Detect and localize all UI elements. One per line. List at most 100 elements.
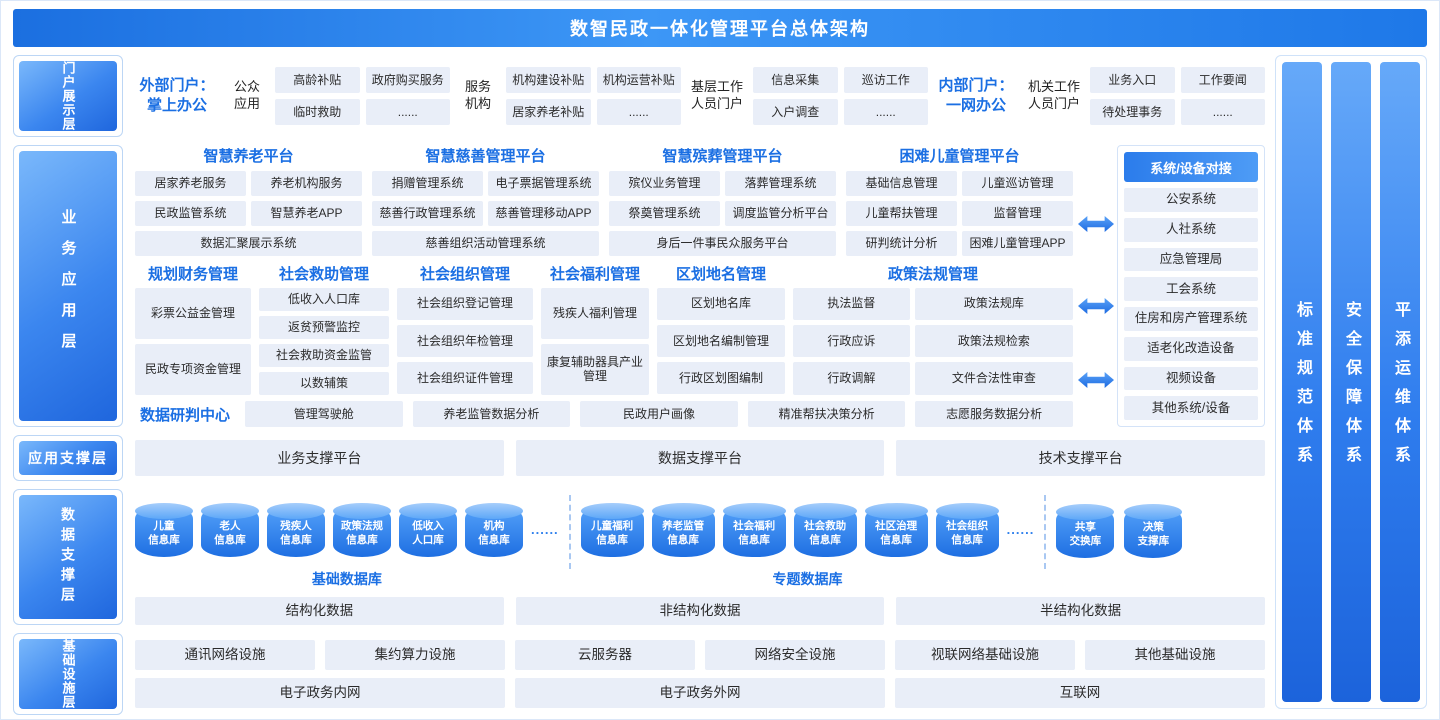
module-item: 政策法规库 <box>914 287 1073 320</box>
data-type-item: 结构化数据 <box>135 597 504 625</box>
platform-children: 困难儿童管理平台 基础信息管理 儿童巡访管理 儿童帮扶管理 监督管理 <box>846 145 1073 256</box>
module-item: 低收入人口库 <box>259 287 389 311</box>
layer-tag-business-label: 业务应用层 <box>19 151 117 421</box>
layer-tag-portal: 门户展示层 <box>13 55 123 137</box>
layer-tag-support-label: 应用支撑层 <box>19 441 117 475</box>
platform-item: 落葬管理系统 <box>725 171 836 196</box>
infra-item: 云服务器 <box>515 640 695 670</box>
database-cylinder-icon: 低收入 人口库 <box>399 502 457 557</box>
platform-item: 智慧养老APP <box>251 201 362 226</box>
data-layer-row: 数据支撑层 儿童 信息库 老人 信息库 残疾人 信息库 政策法规 信息库 低收入… <box>13 489 1266 625</box>
portal-item: 机构建设补贴 <box>506 67 591 93</box>
module-item: 社会组织证件管理 <box>397 362 533 395</box>
agency-portal-label: 机关工作 人员门户 <box>1027 79 1080 111</box>
service-org-label: 服务 机构 <box>464 79 491 111</box>
module-welfare: 社会福利管理 残疾人福利管理 康复辅助器具产业管理 <box>541 263 649 395</box>
platform-item: 困难儿童管理APP <box>962 231 1073 256</box>
device-item: 公安系统 <box>1124 188 1258 212</box>
data-type-item: 非结构化数据 <box>515 597 885 625</box>
portal-item: 居家养老补贴 <box>506 99 591 125</box>
portal-item: ...... <box>596 99 681 125</box>
database-cylinder-icon: 残疾人 信息库 <box>267 502 325 557</box>
layer-tag-infra: 基础设施层 <box>13 633 123 715</box>
module-item: 政策法规检索 <box>914 324 1073 358</box>
support-content: 业务支撑平台 数据支撑平台 技术支撑平台 <box>135 435 1266 481</box>
infra-item: 视联网络基础设施 <box>895 640 1075 670</box>
module-assistance: 社会救助管理 低收入人口库 返贫预警监控 社会救助资金监管 以数辅策 <box>259 263 389 395</box>
layer-tag-business: 业务应用层 <box>13 145 123 427</box>
portal-item: ...... <box>1180 99 1265 125</box>
platform-item: 养老机构服务 <box>251 171 362 196</box>
module-item: 社会组织登记管理 <box>397 287 533 320</box>
module-item: 彩票公益金管理 <box>135 287 251 339</box>
module-item: 区划地名库 <box>657 287 785 320</box>
module-organization: 社会组织管理 社会组织登记管理 社会组织年检管理 社会组织证件管理 <box>397 263 533 395</box>
module-item: 文件合法性审查 <box>914 362 1073 395</box>
modules-row: 规划财务管理 彩票公益金管理 民政专项资金管理 社会救助管理 低收入人口库 <box>135 263 1073 395</box>
device-item: 视频设备 <box>1124 366 1258 391</box>
diagram-header: 数智民政一体化管理平台总体架构 <box>13 9 1427 47</box>
topic-db-label: 专题数据库 <box>772 571 843 587</box>
database-cylinder-icon: 政策法规 信息库 <box>333 502 391 557</box>
external-portal-title: 外部门户： 掌上办公 <box>139 76 215 114</box>
platform-title: 智慧慈善管理平台 <box>425 148 546 165</box>
database-cylinder-icon: 儿童 信息库 <box>135 502 193 557</box>
platform-item: 慈善管理移动APP <box>488 201 599 226</box>
portal-item: 高龄补贴 <box>275 67 360 93</box>
platform-item: 数据汇聚展示系统 <box>135 231 362 256</box>
module-item: 行政应诉 <box>793 324 910 358</box>
portal-item: 入户调查 <box>753 99 838 125</box>
portal-item: 机构运营补贴 <box>596 67 681 93</box>
portal-item: ...... <box>365 99 450 125</box>
device-panel-header: 系统/设备对接 <box>1124 152 1258 182</box>
infra-item: 电子政务内网 <box>135 678 505 708</box>
device-item: 工会系统 <box>1124 277 1258 301</box>
platform-item: 殡仪业务管理 <box>609 171 720 196</box>
device-item: 其他系统/设备 <box>1124 396 1258 420</box>
security-system-bar: 安全保障体系 <box>1331 62 1371 702</box>
module-item: 返贫预警监控 <box>259 315 389 339</box>
module-title: 社会救助管理 <box>278 265 369 283</box>
module-item: 社会组织年检管理 <box>397 324 533 358</box>
infra-item: 集约算力设施 <box>325 640 505 670</box>
database-cylinder-icon: 老人 信息库 <box>201 502 259 557</box>
module-finance: 规划财务管理 彩票公益金管理 民政专项资金管理 <box>135 263 251 395</box>
platforms-row: 智慧养老平台 居家养老服务 养老机构服务 民政监管系统 智慧养老APP <box>135 145 1073 256</box>
database-cylinder-icon: 社会福利 信息库 <box>722 502 786 557</box>
platform-item: 电子票据管理系统 <box>488 171 599 196</box>
module-item: 行政区划图编制 <box>657 362 785 395</box>
layer-tag-data-label: 数据支撑层 <box>19 495 117 619</box>
portal-item: 工作要闻 <box>1180 67 1265 93</box>
portal-content: 外部门户： 掌上办公 公众 应用 高龄补贴 临时救助 政府购买服务 ......… <box>135 55 1265 137</box>
research-title: 数据研判中心 <box>139 406 230 424</box>
module-title: 规划财务管理 <box>147 265 238 283</box>
platform-item: 民政监管系统 <box>135 201 246 226</box>
dashed-divider <box>1044 495 1047 569</box>
portal-item: 临时救助 <box>275 99 360 125</box>
database-cylinder-icon: 养老监管 信息库 <box>651 502 715 557</box>
grassroots-portal-label: 基层工作 人员门户 <box>690 79 743 111</box>
platform-title: 困难儿童管理平台 <box>899 148 1020 165</box>
portal-item: 待处理事务 <box>1090 99 1175 125</box>
device-panel: 系统/设备对接 公安系统 人社系统 应急管理局 工会系统 住房和房产管理系统 适… <box>1078 145 1265 427</box>
device-item: 应急管理局 <box>1124 247 1258 272</box>
platform-item: 监督管理 <box>962 201 1073 226</box>
module-title: 社会福利管理 <box>549 265 640 283</box>
platform-title: 智慧殡葬管理平台 <box>662 148 783 165</box>
module-item: 社会救助资金监管 <box>259 343 389 367</box>
module-title: 区划地名管理 <box>675 265 766 283</box>
page-title: 数智民政一体化管理平台总体架构 <box>570 19 870 39</box>
module-item: 执法监督 <box>793 287 910 320</box>
module-title: 政策法规管理 <box>887 265 978 283</box>
module-item: 民政专项资金管理 <box>135 343 251 395</box>
internal-portal-title: 内部门户： 一网办公 <box>938 76 1014 114</box>
portal-item: 巡访工作 <box>843 67 928 93</box>
research-item: 精准帮扶决策分析 <box>747 401 906 427</box>
platform-item: 居家养老服务 <box>135 171 246 196</box>
data-type-item: 半结构化数据 <box>896 597 1266 625</box>
basic-db-group: 儿童 信息库 老人 信息库 残疾人 信息库 政策法规 信息库 低收入 人口库 机… <box>135 489 559 589</box>
platform-title: 智慧养老平台 <box>203 148 294 165</box>
database-cylinder-icon: 社会组织 信息库 <box>935 502 999 557</box>
data-content: 儿童 信息库 老人 信息库 残疾人 信息库 政策法规 信息库 低收入 人口库 机… <box>135 489 1266 625</box>
